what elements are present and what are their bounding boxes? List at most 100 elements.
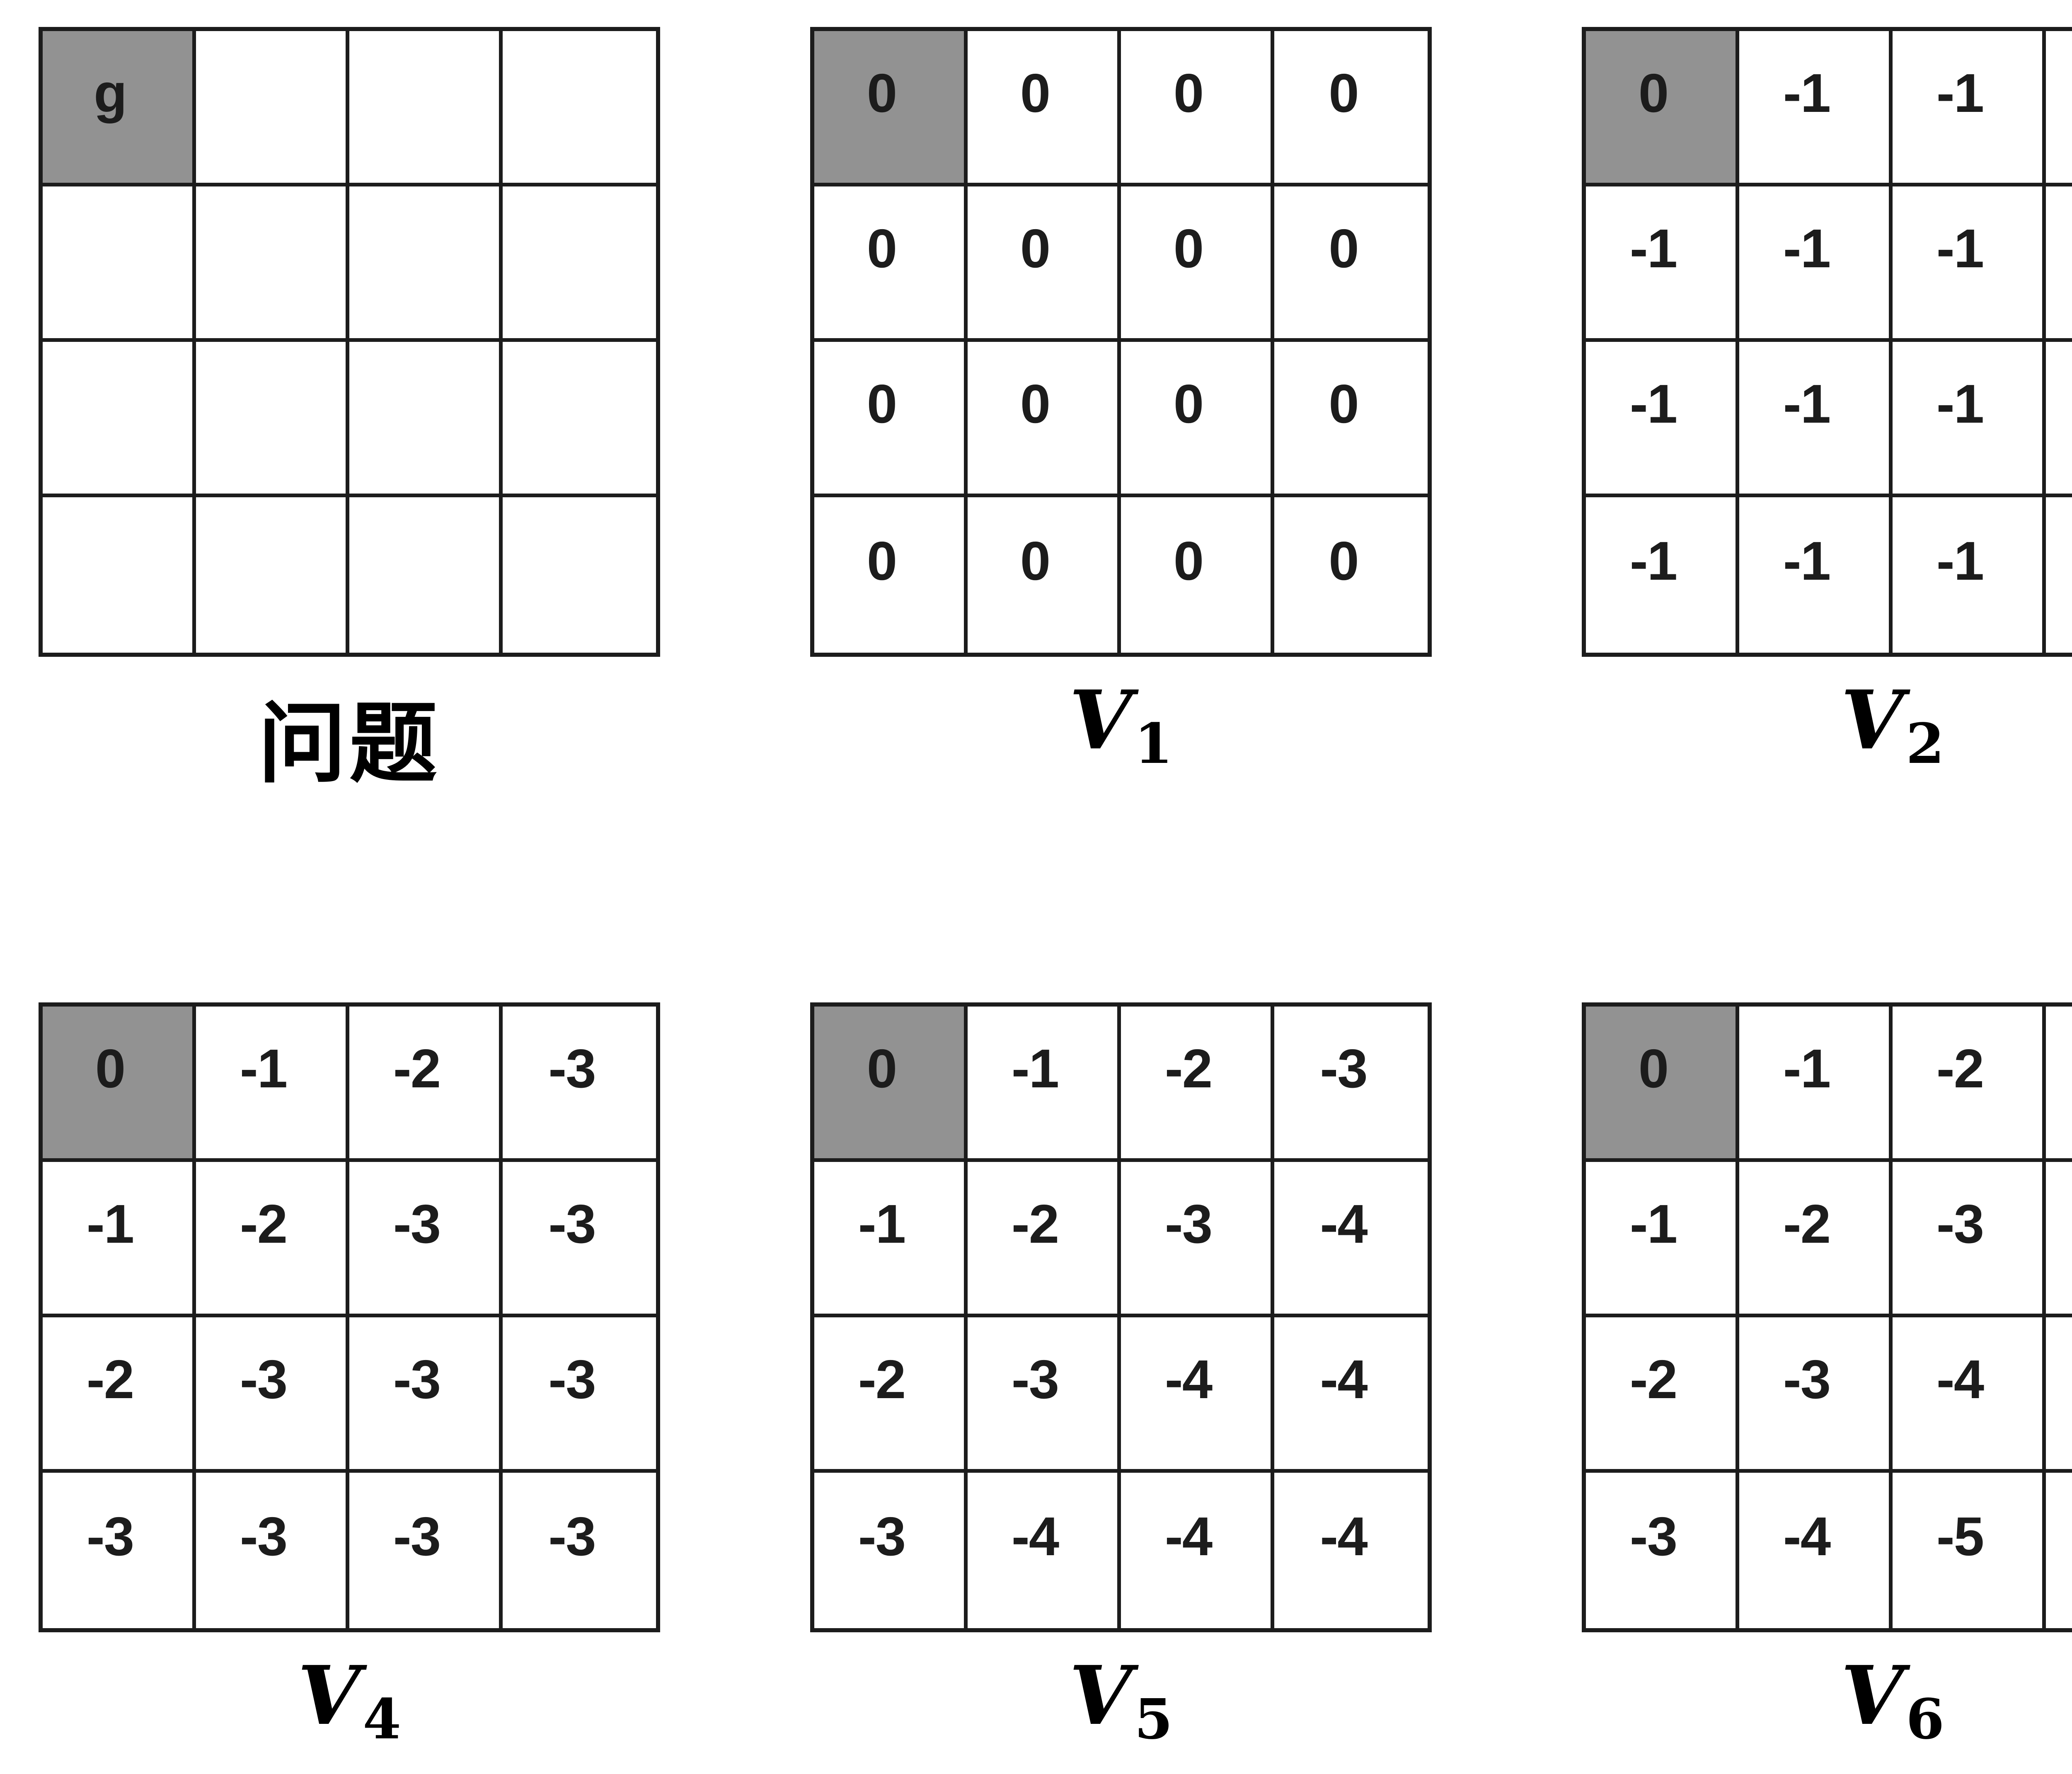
grid-cell: -3 [1893,1162,2046,1317]
grid-cell [349,497,503,653]
caption-sub: 5 [1134,1687,1173,1752]
cell-value: -3 [1936,1193,1984,1254]
grid-cell: 0 [968,186,1121,342]
caption-main: V [1841,673,1904,767]
grid-cell [503,497,656,653]
cell-value: 0 [1329,218,1359,279]
cell-value: -4 [1011,1506,1059,1567]
grid-caption: V1 [810,673,1432,776]
grid-cell: -3 [1739,1317,1893,1473]
cell-value: -1 [858,1193,906,1254]
grid-cell: -1 [1893,31,2046,186]
grid-cell: -1 [1586,342,1739,497]
grid-cell: -3 [1121,1162,1274,1317]
cell-value: -2 [240,1193,288,1254]
grid-cell: -2 [814,1317,968,1473]
cell-value: -4 [1783,1506,1831,1567]
grid-cell [196,342,349,497]
cell-value: -1 [240,1038,288,1099]
cell-value: -1 [1936,530,1984,591]
grid-cell: 0 [1121,186,1274,342]
cell-value: 0 [867,373,897,434]
grid-cell: -3 [349,1162,503,1317]
cell-value: -3 [858,1506,906,1567]
value-grid-V4: 0-1-2-3-1-2-3-3-2-3-3-3-3-3-3-3 [39,1002,660,1632]
cell-value: -1 [1783,530,1831,591]
cell-value: -1 [1629,373,1677,434]
cell-value: -3 [393,1193,441,1254]
cell-value: -4 [1320,1348,1368,1410]
cell-value: -1 [1936,62,1984,123]
grid-caption: V4 [39,1648,660,1752]
cell-value: -1 [86,1193,134,1254]
cell-value: -4 [1936,1348,1984,1410]
cell-value: -1 [1936,373,1984,434]
grid-cell: -2 [196,1162,349,1317]
cell-value: -3 [393,1348,441,1410]
value-grid-V5: 0-1-2-3-1-2-3-4-2-3-4-4-3-4-4-4 [810,1002,1432,1632]
grid-cell: -4 [1274,1473,1428,1628]
cell-value: -3 [1320,1038,1368,1099]
grid-cell: 0 [968,342,1121,497]
grid-cell: -1 [1739,342,1893,497]
cell-value: -2 [1936,1038,1984,1099]
grid-cell: -1 [2046,342,2072,497]
grid-cell [349,31,503,186]
grid-cell: 0 [1274,342,1428,497]
cell-value: -1 [1783,62,1831,123]
grid-cell: -2 [349,1007,503,1162]
grid-cell: 0 [43,1007,196,1162]
grid-cell: -4 [1121,1473,1274,1628]
grid-cell [196,186,349,342]
grid-figure-V6: 0-1-2-3-1-2-3-4-2-3-4-5-3-4-5-5V6 [1582,1002,2072,1752]
grid-cell: -2 [43,1317,196,1473]
grid-cell: -3 [196,1317,349,1473]
grid-figure-V2: 0-1-1-1-1-1-1-1-1-1-1-1-1-1-1-1V2 [1582,27,2072,776]
cell-value: g [94,62,127,123]
grid-cell: 0 [1274,31,1428,186]
grid-cell: -1 [1739,31,1893,186]
cell-value: -3 [548,1038,596,1099]
cell-value: -1 [1629,218,1677,279]
cell-value: -2 [1629,1348,1677,1410]
grid-cell: -5 [2046,1317,2072,1473]
cell-value: -2 [86,1348,134,1410]
cell-value: -4 [1164,1348,1213,1410]
cell-value: -4 [1320,1193,1368,1254]
grid-cell: -4 [968,1473,1121,1628]
grid-cell: -1 [2046,31,2072,186]
cell-value: -4 [1320,1506,1368,1567]
grid-cell: -1 [1739,1007,1893,1162]
cell-value: -3 [86,1506,134,1567]
cell-value: 0 [1638,62,1669,123]
cell-value: 0 [1173,373,1204,434]
grid-cell: -1 [814,1162,968,1317]
cell-value: -1 [1936,218,1984,279]
cell-value: 0 [867,218,897,279]
grid-cell: -1 [1586,1162,1739,1317]
cell-value: -2 [393,1038,441,1099]
grid-cell: -1 [1586,186,1739,342]
grid-cell: -5 [1893,1473,2046,1628]
grid-cell [43,342,196,497]
caption-main: 问题 [258,692,441,795]
grid-caption: V6 [1582,1648,2072,1752]
grid-cell: -4 [2046,1162,2072,1317]
grid-cell: -1 [43,1162,196,1317]
cell-value: -2 [858,1348,906,1410]
cell-value: -3 [548,1193,596,1254]
grid-cell: -3 [43,1473,196,1628]
grid-cell: -3 [349,1317,503,1473]
cell-value: 0 [867,1038,897,1099]
grid-cell: -1 [1739,497,1893,653]
grid-cell [503,31,656,186]
grid-cell: 0 [1121,497,1274,653]
grid-cell: -2 [1739,1162,1893,1317]
grid-cell: 0 [1274,497,1428,653]
grid-cell: -3 [968,1317,1121,1473]
grid-cell: -1 [196,1007,349,1162]
caption-main: V [1069,673,1132,767]
grid-cell: 0 [814,186,968,342]
